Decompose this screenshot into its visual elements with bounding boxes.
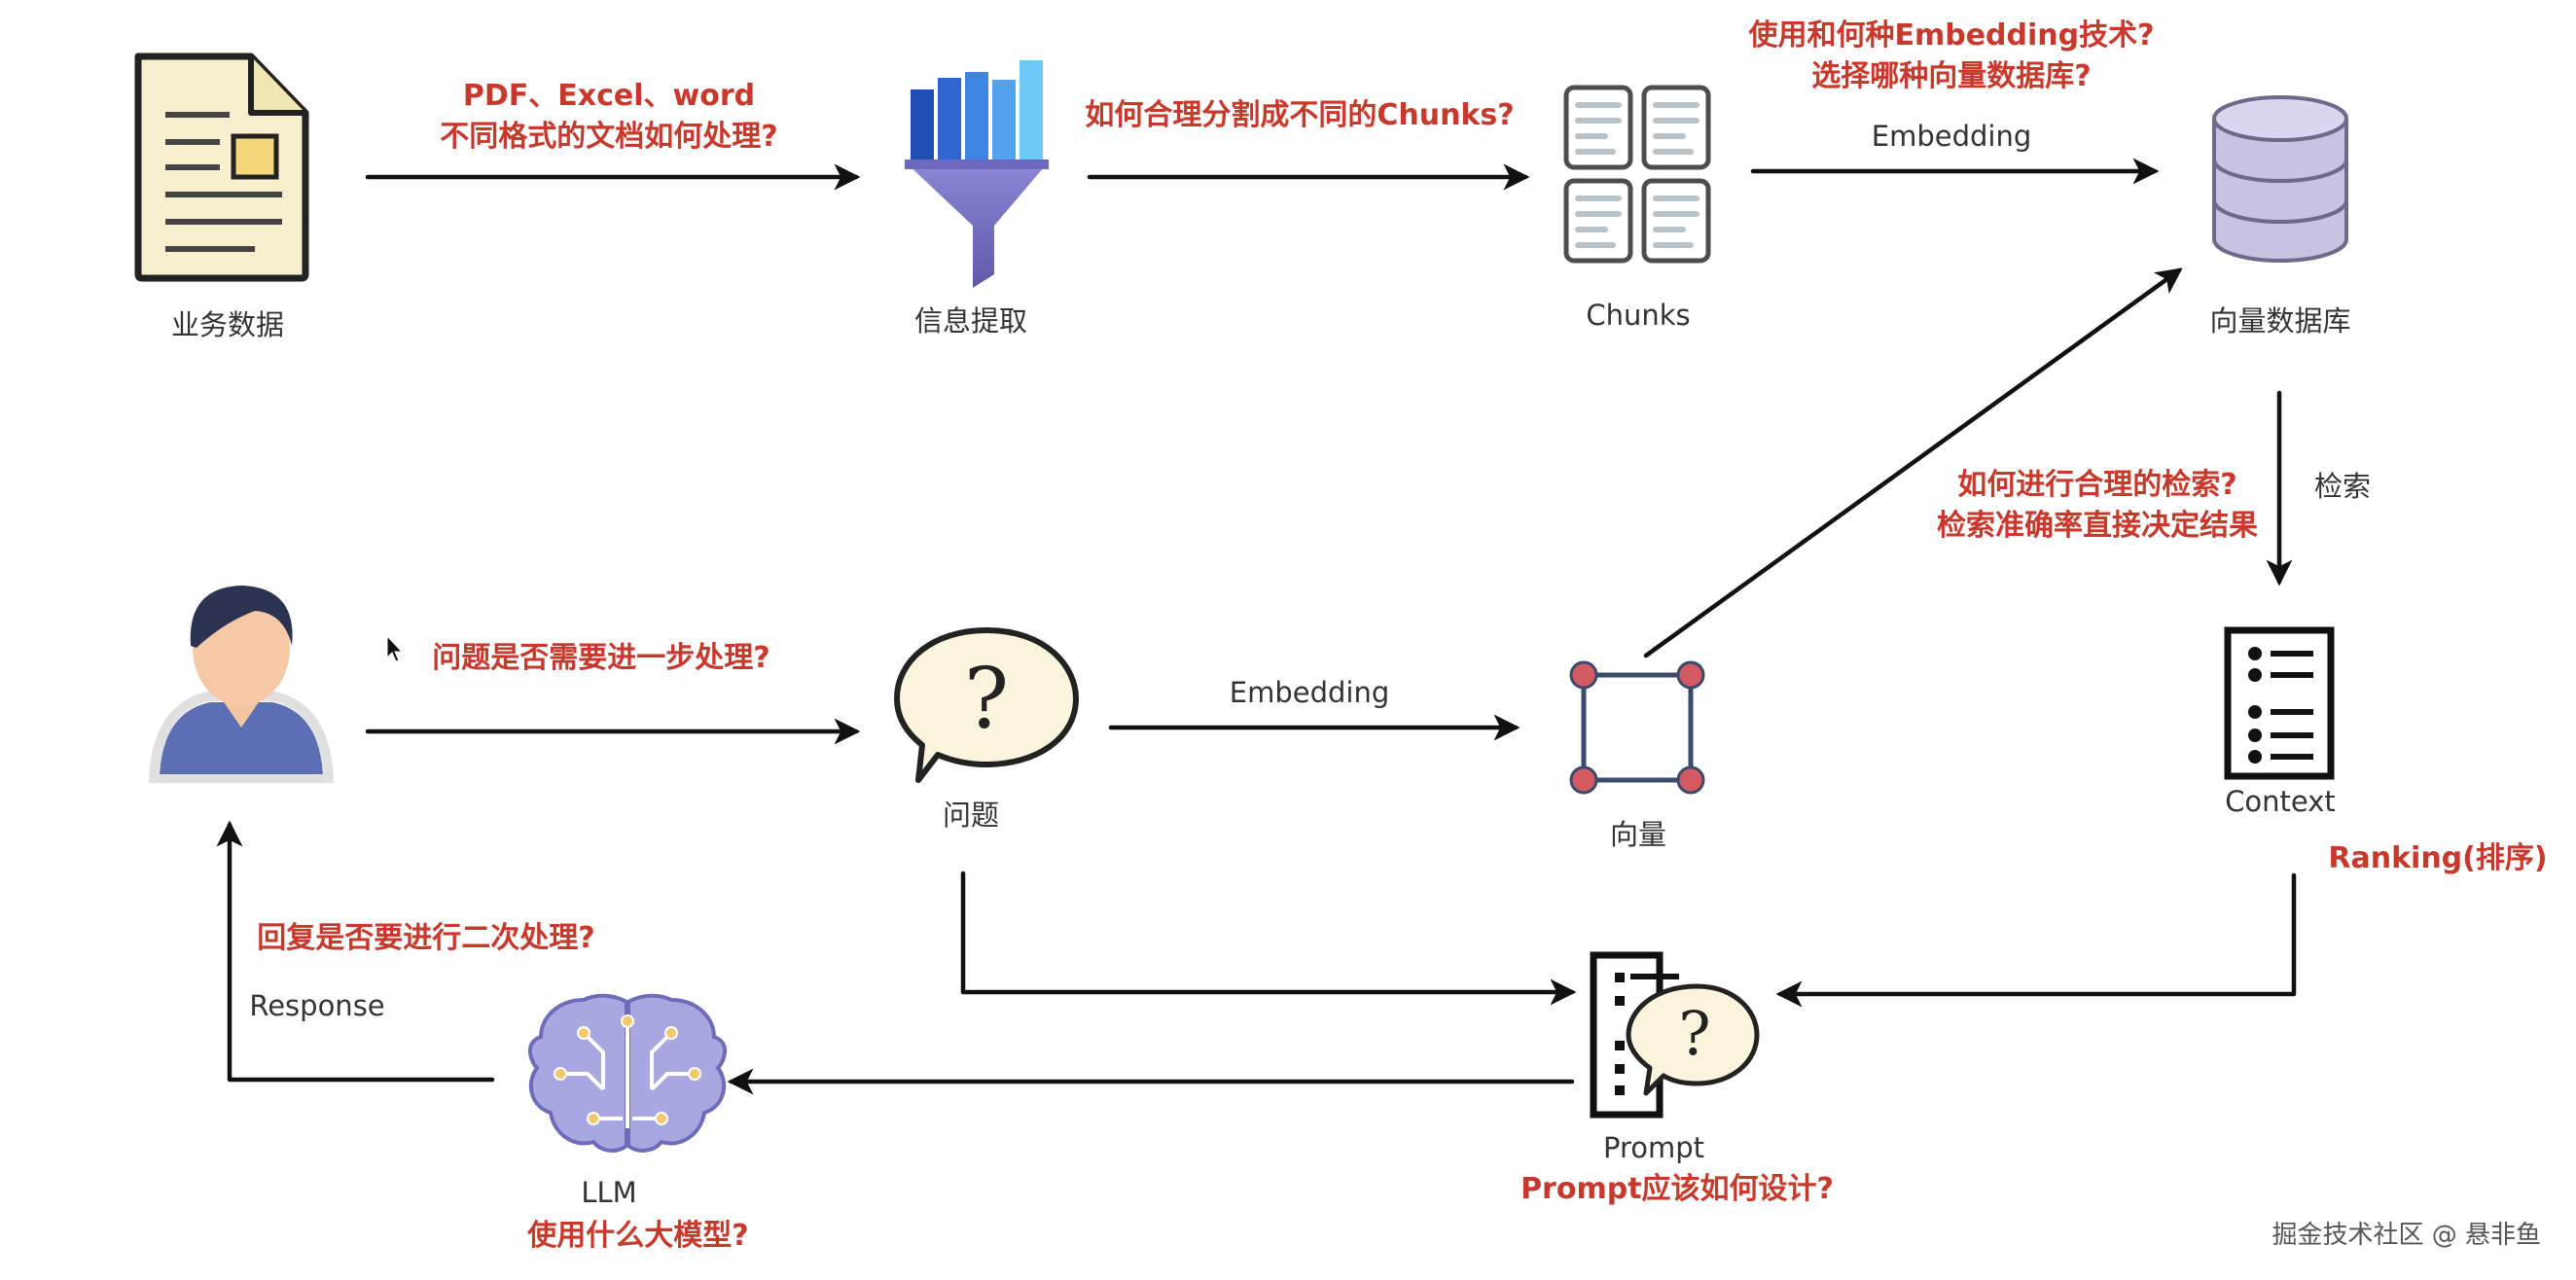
question-embedding-2: 选择哪种向量数据库? — [1811, 59, 2091, 93]
question-model-choice: 使用什么大模型? — [526, 1219, 748, 1253]
question-ranking: Ranking(排序) — [2328, 841, 2547, 875]
label-info-extract: 信息提取 — [914, 304, 1027, 338]
question-bubble-icon: ? — [894, 627, 1079, 783]
node-labels: 业务数据 信息提取 Chunks 向量数据库 问题 向量 Context Pro… — [171, 299, 2351, 1209]
question-doc-format-2: 不同格式的文档如何处理? — [440, 120, 777, 154]
label-business-data: 业务数据 — [171, 308, 284, 341]
question-chunking: 如何合理分割成不同的Chunks? — [1085, 98, 1514, 132]
brain-icon — [528, 993, 727, 1153]
edge-vector-to-db — [1643, 267, 2183, 658]
vector-square-icon — [1569, 660, 1705, 795]
question-postprocess: 回复是否要进行二次处理? — [257, 921, 594, 955]
list-icon — [2224, 626, 2335, 780]
svg-text:?: ? — [964, 651, 1009, 748]
edge-label-embedding-mid: Embedding — [1230, 676, 1389, 709]
label-question: 问题 — [943, 799, 999, 832]
funnel-icon — [905, 60, 1049, 288]
user-avatar-icon — [148, 586, 335, 783]
label-chunks: Chunks — [1586, 299, 1690, 332]
question-retrieval-1: 如何进行合理的检索? — [1957, 468, 2236, 502]
question-retrieval-2: 检索准确率直接决定结果 — [1937, 509, 2258, 543]
mouse-cursor-icon — [386, 634, 404, 662]
label-llm: LLM — [581, 1176, 636, 1209]
edge-label-embedding-top: Embedding — [1872, 120, 2031, 153]
document-icon — [134, 53, 309, 282]
label-prompt: Prompt — [1603, 1131, 1704, 1164]
prompt-doc-icon: ? — [1590, 951, 1760, 1119]
chunks-grid-icon — [1563, 85, 1711, 264]
question-preprocess: 问题是否需要进一步处理? — [432, 641, 769, 675]
design-questions: PDF、Excel、word 不同格式的文档如何处理? 如何合理分割成不同的Ch… — [257, 18, 2547, 1253]
database-icon — [2212, 95, 2348, 263]
edge-label-retrieve: 检索 — [2314, 470, 2371, 503]
edges — [216, 158, 2297, 1095]
label-vector-db: 向量数据库 — [2209, 304, 2350, 338]
edge-context-to-prompt — [1775, 872, 2297, 1008]
label-vector: 向量 — [1610, 818, 1666, 851]
edge-question-to-prompt — [960, 871, 1577, 1006]
edge-labels: Embedding Embedding 检索 Response — [249, 120, 2371, 1022]
label-context: Context — [2225, 785, 2336, 818]
watermark: 掘金技术社区 @ 悬非鱼 — [2272, 1221, 2541, 1250]
question-embedding-1: 使用和何种Embedding技术? — [1747, 18, 2154, 53]
svg-text:?: ? — [1678, 998, 1710, 1069]
chunks-lines — [1575, 102, 1699, 248]
edge-label-response: Response — [249, 989, 384, 1022]
question-prompt-design: Prompt应该如何设计? — [1521, 1172, 1834, 1206]
edge-llm-to-user — [216, 820, 495, 1083]
question-doc-format-1: PDF、Excel、word — [463, 79, 755, 113]
